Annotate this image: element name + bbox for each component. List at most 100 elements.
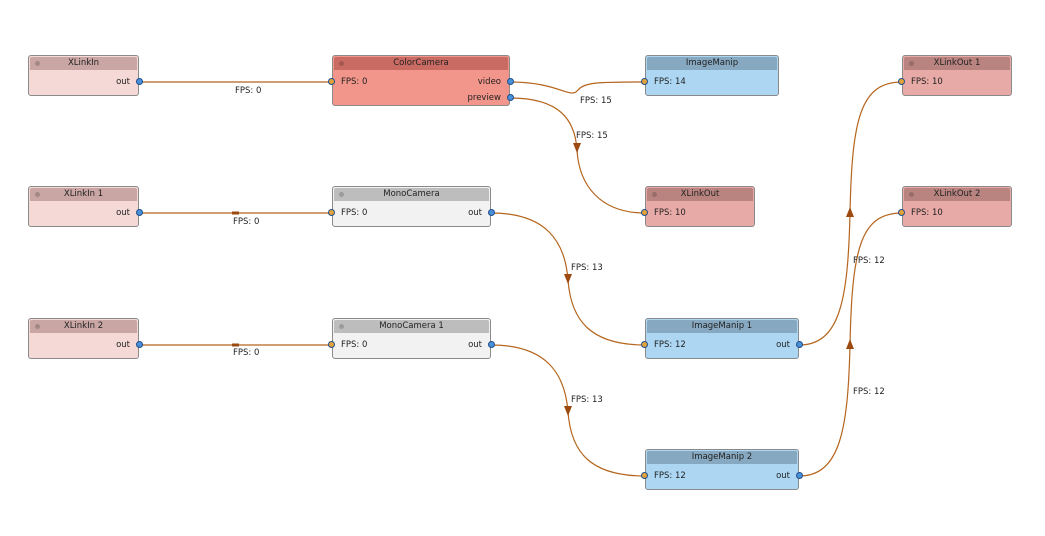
node-status-dot — [909, 192, 914, 197]
port-row: out — [29, 206, 143, 220]
input-port[interactable] — [328, 78, 335, 85]
node-title: XLinkOut 2 — [904, 188, 1010, 201]
output-port[interactable] — [488, 209, 495, 216]
port-label: out — [776, 340, 790, 350]
output-port[interactable] — [507, 78, 514, 85]
port-row: preview — [333, 91, 514, 105]
edge-arrow — [846, 207, 854, 217]
port-row: FPS: 10 — [641, 206, 754, 220]
port-row: FPS: 0 out — [328, 338, 495, 352]
node-title-text: ImageManip 1 — [691, 321, 753, 331]
port-label: preview — [467, 93, 501, 103]
node-title: XLinkIn 2 — [30, 320, 137, 333]
node-status-dot — [35, 324, 40, 329]
input-port[interactable] — [641, 472, 648, 479]
node-title-text: ImageManip — [685, 58, 739, 68]
edge-arrow — [564, 274, 572, 284]
edge-preview-xlinkout[interactable] — [509, 97, 646, 214]
node-status-dot — [652, 192, 657, 197]
port-row: FPS: 10 — [898, 75, 1011, 89]
node-monocamera[interactable]: MonoCamera FPS: 0 out — [328, 186, 495, 227]
edge-arrow — [573, 143, 581, 153]
output-port[interactable] — [796, 472, 803, 479]
node-status-dot — [339, 192, 344, 197]
node-title-text: ColorCamera — [393, 58, 449, 68]
port-label: video — [477, 77, 501, 87]
node-xlinkout-1[interactable]: XLinkOut 1 FPS: 10 — [898, 55, 1012, 96]
node-title: ColorCamera — [334, 57, 508, 70]
node-status-dot — [35, 61, 40, 66]
node-colorcamera[interactable]: ColorCamera FPS: 0 video preview — [328, 55, 514, 106]
port-label: FPS: 10 — [911, 77, 943, 87]
port-row: FPS: 12 out — [641, 469, 803, 483]
output-port[interactable] — [136, 78, 143, 85]
node-title: ImageManip 1 — [647, 320, 797, 333]
node-title: MonoCamera — [334, 188, 489, 201]
port-label: FPS: 12 — [654, 340, 686, 350]
node-title-text: MonoCamera 1 — [379, 321, 444, 331]
node-xlinkin[interactable]: XLinkIn out — [28, 55, 143, 96]
edge-marker — [232, 211, 239, 215]
edge-arrow — [564, 406, 572, 416]
edge-arrow — [846, 339, 854, 349]
node-xlinkin-1[interactable]: XLinkIn 1 out — [28, 186, 143, 227]
edge-marker — [232, 343, 239, 347]
node-xlinkout[interactable]: XLinkOut FPS: 10 — [641, 186, 755, 227]
port-label: FPS: 10 — [911, 208, 943, 218]
input-port[interactable] — [641, 209, 648, 216]
node-status-dot — [339, 324, 344, 329]
node-xlinkin-2[interactable]: XLinkIn 2 out — [28, 318, 143, 359]
node-imagemanip-2[interactable]: ImageManip 2 FPS: 12 out — [641, 449, 803, 490]
port-row: FPS: 10 — [898, 206, 1011, 220]
input-port[interactable] — [328, 209, 335, 216]
node-title-text: ImageManip 2 — [691, 452, 753, 462]
input-port[interactable] — [328, 341, 335, 348]
node-status-dot — [35, 192, 40, 197]
port-label: out — [116, 208, 130, 218]
edge-label: FPS: 0 — [233, 217, 260, 227]
port-row: out — [29, 75, 143, 89]
port-label: FPS: 0 — [341, 208, 368, 218]
node-title: XLinkIn 1 — [30, 188, 137, 201]
node-title: XLinkOut 1 — [904, 57, 1010, 70]
input-port[interactable] — [641, 341, 648, 348]
node-imagemanip-1[interactable]: ImageManip 1 FPS: 12 out — [641, 318, 803, 359]
port-label: out — [116, 340, 130, 350]
output-port[interactable] — [796, 341, 803, 348]
node-title-text: XLinkIn 1 — [63, 189, 104, 199]
port-row: FPS: 12 out — [641, 338, 803, 352]
node-title: XLinkIn — [30, 57, 137, 70]
output-port[interactable] — [488, 341, 495, 348]
node-title: ImageManip 2 — [647, 451, 797, 464]
input-port[interactable] — [898, 78, 905, 85]
input-port[interactable] — [641, 78, 648, 85]
port-label: FPS: 0 — [341, 340, 368, 350]
edge-label: FPS: 0 — [233, 348, 260, 358]
output-port[interactable] — [136, 341, 143, 348]
node-status-dot — [339, 61, 344, 66]
input-port[interactable] — [898, 209, 905, 216]
edge-video-imagemanip[interactable] — [509, 81, 646, 94]
node-title: ImageManip — [647, 57, 777, 70]
port-label: FPS: 0 — [341, 77, 368, 87]
port-label: FPS: 14 — [654, 77, 686, 87]
node-title-text: XLinkIn — [67, 58, 100, 68]
edge-label: FPS: 13 — [571, 263, 603, 273]
port-label: out — [468, 208, 482, 218]
port-label: out — [776, 471, 790, 481]
output-port[interactable] — [136, 209, 143, 216]
node-imagemanip[interactable]: ImageManip FPS: 14 — [641, 55, 779, 96]
node-title-text: XLinkOut 2 — [933, 189, 981, 199]
port-label: FPS: 10 — [654, 208, 686, 218]
node-xlinkout-2[interactable]: XLinkOut 2 FPS: 10 — [898, 186, 1012, 227]
output-port[interactable] — [507, 94, 514, 101]
node-title: MonoCamera 1 — [334, 320, 489, 333]
port-row: FPS: 14 — [641, 75, 778, 89]
edge-label: FPS: 15 — [580, 96, 612, 106]
port-row: out — [29, 338, 143, 352]
node-monocamera-1[interactable]: MonoCamera 1 FPS: 0 out — [328, 318, 495, 359]
port-label: FPS: 12 — [654, 471, 686, 481]
edge-label: FPS: 13 — [571, 395, 603, 405]
edge-label: FPS: 0 — [235, 86, 262, 96]
port-label: out — [468, 340, 482, 350]
